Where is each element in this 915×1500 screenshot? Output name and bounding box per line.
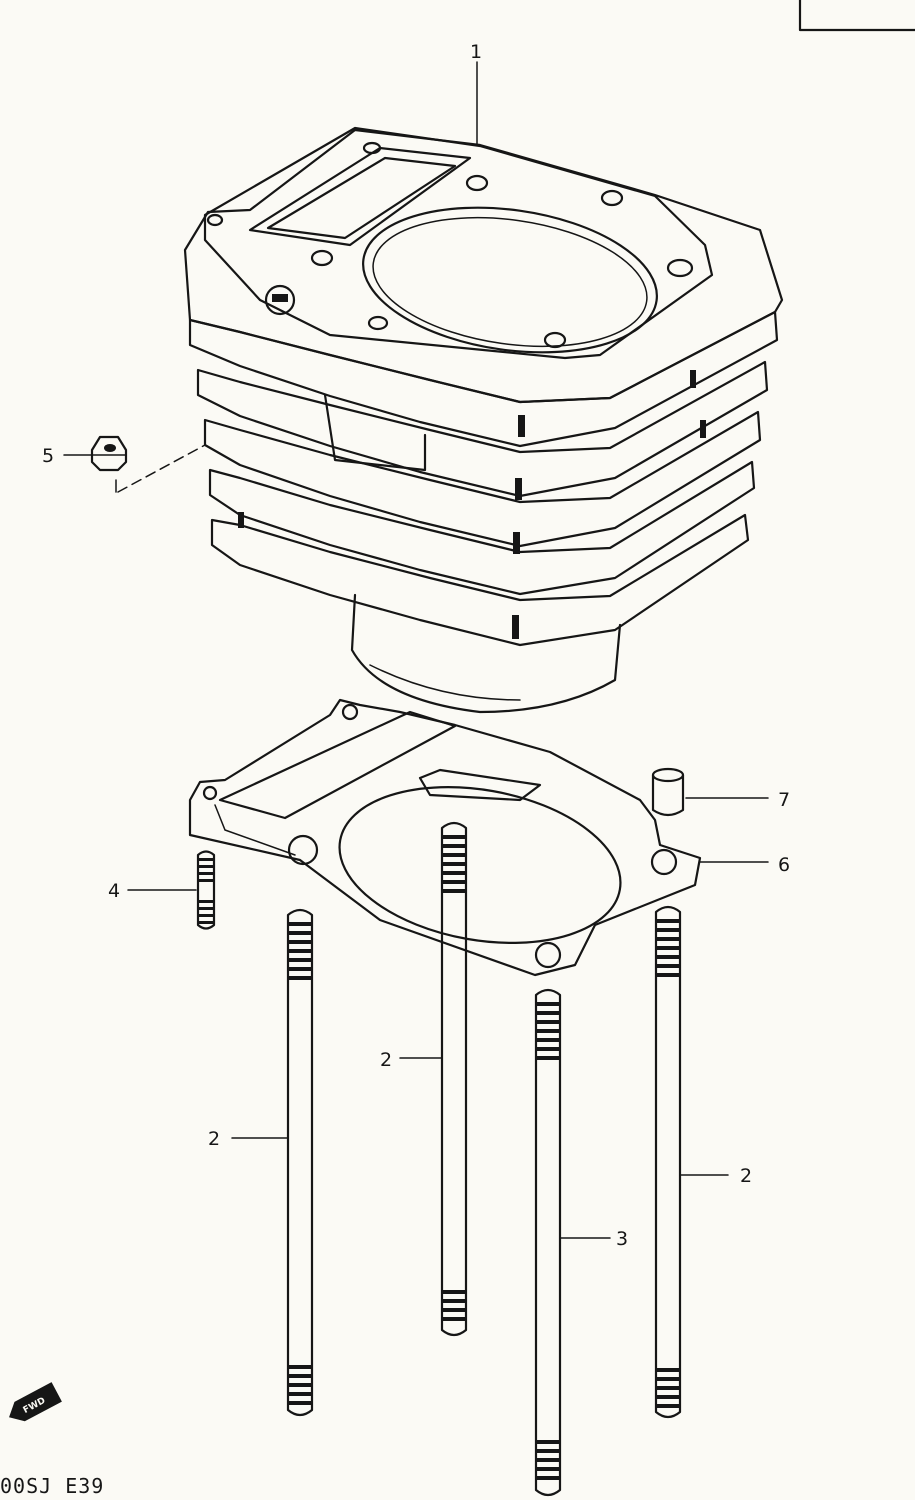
base-gasket <box>188 698 702 977</box>
callout-2-right: 2 <box>740 1165 752 1187</box>
callout-2-left: 2 <box>208 1128 220 1150</box>
dowel-pin <box>651 767 685 817</box>
callout-5: 5 <box>42 445 54 467</box>
long-stud-left <box>286 908 314 1417</box>
nut-part <box>90 435 128 472</box>
nut-target-line <box>117 444 206 493</box>
cylinder-block <box>183 126 784 714</box>
model-code: 00SJ E39 <box>0 1474 104 1498</box>
callout-7: 7 <box>778 789 790 811</box>
fwd-arrow-badge: FWD <box>9 1382 62 1422</box>
long-stud-right <box>654 905 682 1419</box>
callout-1: 1 <box>470 41 482 63</box>
leader-lines <box>63 61 769 1239</box>
callout-3: 3 <box>616 1228 628 1250</box>
long-stud-center <box>440 821 468 1337</box>
callout-6: 6 <box>778 854 790 876</box>
callout-2-center: 2 <box>380 1049 392 1071</box>
short-stud <box>534 988 562 1497</box>
corner-frame <box>798 0 915 32</box>
callout-4: 4 <box>108 880 120 902</box>
small-stud <box>196 850 216 930</box>
